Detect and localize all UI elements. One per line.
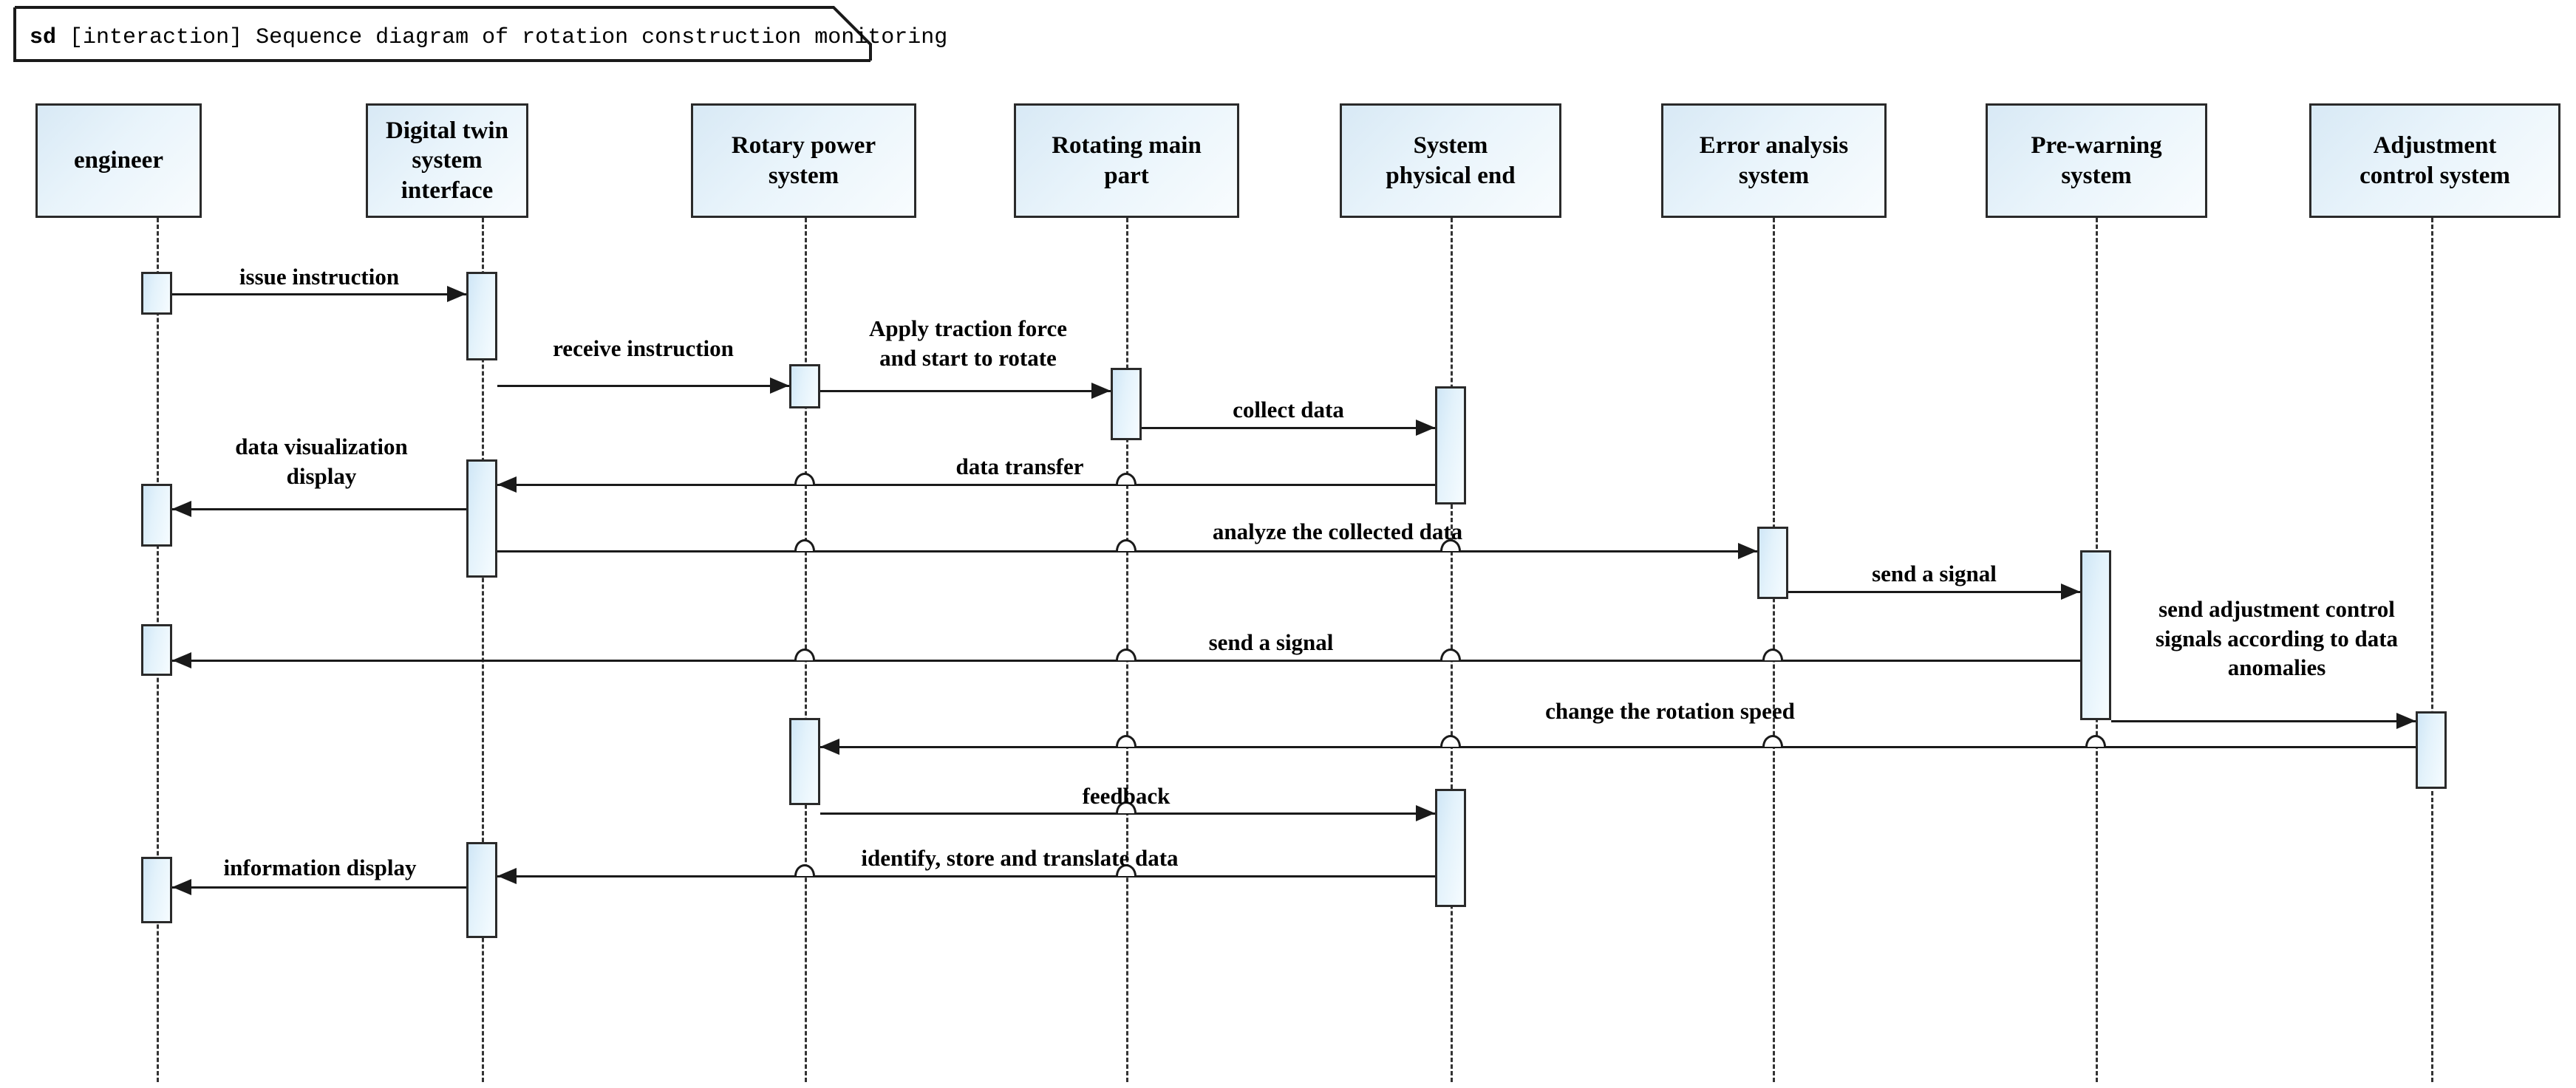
lifeline-head-rotating-main-part[interactable]: Rotating main part bbox=[1014, 103, 1239, 218]
line-jump-speed-spe bbox=[1440, 735, 1461, 747]
line-jump-feedback-rmp bbox=[1116, 801, 1137, 813]
message-label-analyze-collected-data: analyze the collected data bbox=[1212, 519, 1463, 544]
activation-rps-2[interactable] bbox=[789, 718, 820, 805]
activation-eas-1[interactable] bbox=[1757, 527, 1788, 599]
lifeline-label-adjustment-control-system: Adjustment control system bbox=[2359, 132, 2510, 189]
message-label-feedback: feedback bbox=[1082, 783, 1171, 809]
activation-spe-1[interactable] bbox=[1435, 386, 1466, 504]
activation-engineer-2[interactable] bbox=[141, 484, 172, 547]
message-label-send-a-signal-2: send a signal bbox=[1208, 629, 1334, 655]
activation-engineer-1[interactable] bbox=[141, 272, 172, 315]
frame-header: sd [interaction] Sequence diagram of rot… bbox=[13, 6, 947, 65]
message-line-data-visualization-display bbox=[172, 508, 466, 510]
arrowhead-data-visualization-display bbox=[172, 501, 191, 517]
activation-engineer-3[interactable] bbox=[141, 624, 172, 676]
message-label-change-rotation-speed: change the rotation speed bbox=[1545, 698, 1795, 724]
message-line-data-transfer bbox=[497, 484, 1435, 486]
activation-rps-1[interactable] bbox=[789, 364, 820, 408]
line-jump-identify-rps bbox=[794, 864, 815, 876]
line-jump-analyze-spe bbox=[1440, 539, 1461, 551]
line-jump-signal2-spe bbox=[1440, 649, 1461, 660]
line-jump-data-transfer-rps bbox=[794, 473, 815, 485]
frame-tab-shape bbox=[13, 6, 872, 62]
line-jump-identify-rmp bbox=[1116, 864, 1137, 876]
message-label-apply-traction-force: Apply traction force and start to rotate bbox=[868, 315, 1068, 371]
line-jump-analyze-rps bbox=[794, 539, 815, 551]
arrowhead-send-a-signal-2 bbox=[172, 652, 191, 668]
lifeline-head-digital-twin-system-interface[interactable]: Digital twin system interface bbox=[366, 103, 528, 218]
message-label-send-adjustment-control-signals: send adjustment control signals accordin… bbox=[2155, 596, 2399, 681]
activation-dtsi-1[interactable] bbox=[466, 272, 497, 360]
lifeline-label-error-analysis-system: Error analysis system bbox=[1699, 132, 1849, 189]
frame-keyword: sd bbox=[30, 25, 57, 50]
line-jump-analyze-rmp bbox=[1116, 539, 1137, 551]
message-line-apply-traction-force bbox=[820, 390, 1111, 392]
arrowhead-identify-store-translate bbox=[497, 868, 517, 884]
lifeline-label-digital-twin-system-interface: Digital twin system interface bbox=[386, 117, 508, 204]
lifeline-label-pre-warning-system: Pre-warning system bbox=[2031, 132, 2162, 189]
lifeline-head-rotary-power-system[interactable]: Rotary power system bbox=[691, 103, 916, 218]
arrowhead-receive-instruction bbox=[770, 377, 789, 394]
message-label-data-visualization-display: data visualization display bbox=[235, 434, 408, 489]
message-line-identify-store-translate bbox=[497, 875, 1435, 877]
lifeline-head-error-analysis-system[interactable]: Error analysis system bbox=[1661, 103, 1887, 218]
arrowhead-send-a-signal-1 bbox=[2061, 584, 2080, 600]
arrowhead-information-display bbox=[172, 879, 191, 895]
message-label-issue-instruction: issue instruction bbox=[239, 264, 400, 290]
message-line-issue-instruction bbox=[172, 293, 466, 295]
frame-title: sd [interaction] Sequence diagram of rot… bbox=[30, 25, 947, 50]
arrowhead-change-rotation-speed bbox=[820, 739, 839, 755]
arrowhead-issue-instruction bbox=[447, 286, 466, 302]
message-line-send-adjustment-control-signals bbox=[2111, 720, 2416, 722]
arrowhead-send-adjustment-control-signals bbox=[2396, 713, 2416, 729]
message-label-data-transfer: data transfer bbox=[955, 454, 1084, 479]
message-line-information-display bbox=[172, 886, 466, 889]
activation-acs-1[interactable] bbox=[2416, 711, 2447, 789]
message-line-receive-instruction bbox=[497, 385, 789, 387]
line-jump-speed-rmp bbox=[1116, 735, 1137, 747]
lifeline-head-system-physical-end[interactable]: System physical end bbox=[1340, 103, 1561, 218]
lifeline-label-engineer: engineer bbox=[74, 147, 163, 174]
line-jump-signal2-eas bbox=[1762, 649, 1783, 660]
line-jump-signal2-rps bbox=[794, 649, 815, 660]
message-line-collect-data bbox=[1142, 427, 1435, 429]
message-line-send-a-signal-1 bbox=[1788, 591, 2080, 593]
frame-tag: [interaction] bbox=[69, 25, 243, 50]
lifeline-acs bbox=[2431, 218, 2433, 1082]
lifeline-dtsi bbox=[482, 218, 484, 1082]
message-line-analyze-collected-data bbox=[497, 550, 1757, 552]
message-label-send-a-signal-1: send a signal bbox=[1872, 561, 1997, 586]
frame-title-text: Sequence diagram of rotation constructio… bbox=[256, 25, 948, 50]
message-label-information-display: information display bbox=[223, 855, 417, 880]
activation-dtsi-2[interactable] bbox=[466, 459, 497, 578]
line-jump-data-transfer-rmp bbox=[1116, 473, 1137, 485]
line-jump-signal2-rmp bbox=[1116, 649, 1137, 660]
activation-spe-2[interactable] bbox=[1435, 789, 1466, 907]
message-label-identify-store-translate: identify, store and translate data bbox=[861, 845, 1179, 871]
activation-pws-1[interactable] bbox=[2080, 550, 2111, 720]
activation-rmp-1[interactable] bbox=[1111, 368, 1142, 440]
lifeline-head-adjustment-control-system[interactable]: Adjustment control system bbox=[2309, 103, 2560, 218]
message-line-send-a-signal-2 bbox=[172, 660, 2080, 662]
lifeline-label-rotary-power-system: Rotary power system bbox=[731, 132, 876, 189]
lifeline-label-system-physical-end: System physical end bbox=[1386, 132, 1516, 189]
lifeline-head-engineer[interactable]: engineer bbox=[35, 103, 202, 218]
activation-engineer-4[interactable] bbox=[141, 857, 172, 923]
line-jump-speed-eas bbox=[1762, 735, 1783, 747]
message-line-change-rotation-speed bbox=[820, 746, 2416, 748]
lifeline-label-rotating-main-part: Rotating main part bbox=[1052, 132, 1202, 189]
arrowhead-apply-traction-force bbox=[1091, 383, 1111, 399]
arrowhead-feedback bbox=[1416, 805, 1435, 821]
arrowhead-collect-data bbox=[1416, 420, 1435, 436]
message-line-feedback bbox=[820, 812, 1435, 815]
lifeline-head-pre-warning-system[interactable]: Pre-warning system bbox=[1986, 103, 2207, 218]
arrowhead-data-transfer bbox=[497, 476, 517, 493]
line-jump-speed-pws bbox=[2085, 735, 2106, 747]
activation-dtsi-3[interactable] bbox=[466, 842, 497, 938]
message-label-receive-instruction: receive instruction bbox=[553, 335, 734, 361]
message-label-collect-data: collect data bbox=[1233, 397, 1344, 422]
arrowhead-analyze-collected-data bbox=[1738, 543, 1757, 559]
